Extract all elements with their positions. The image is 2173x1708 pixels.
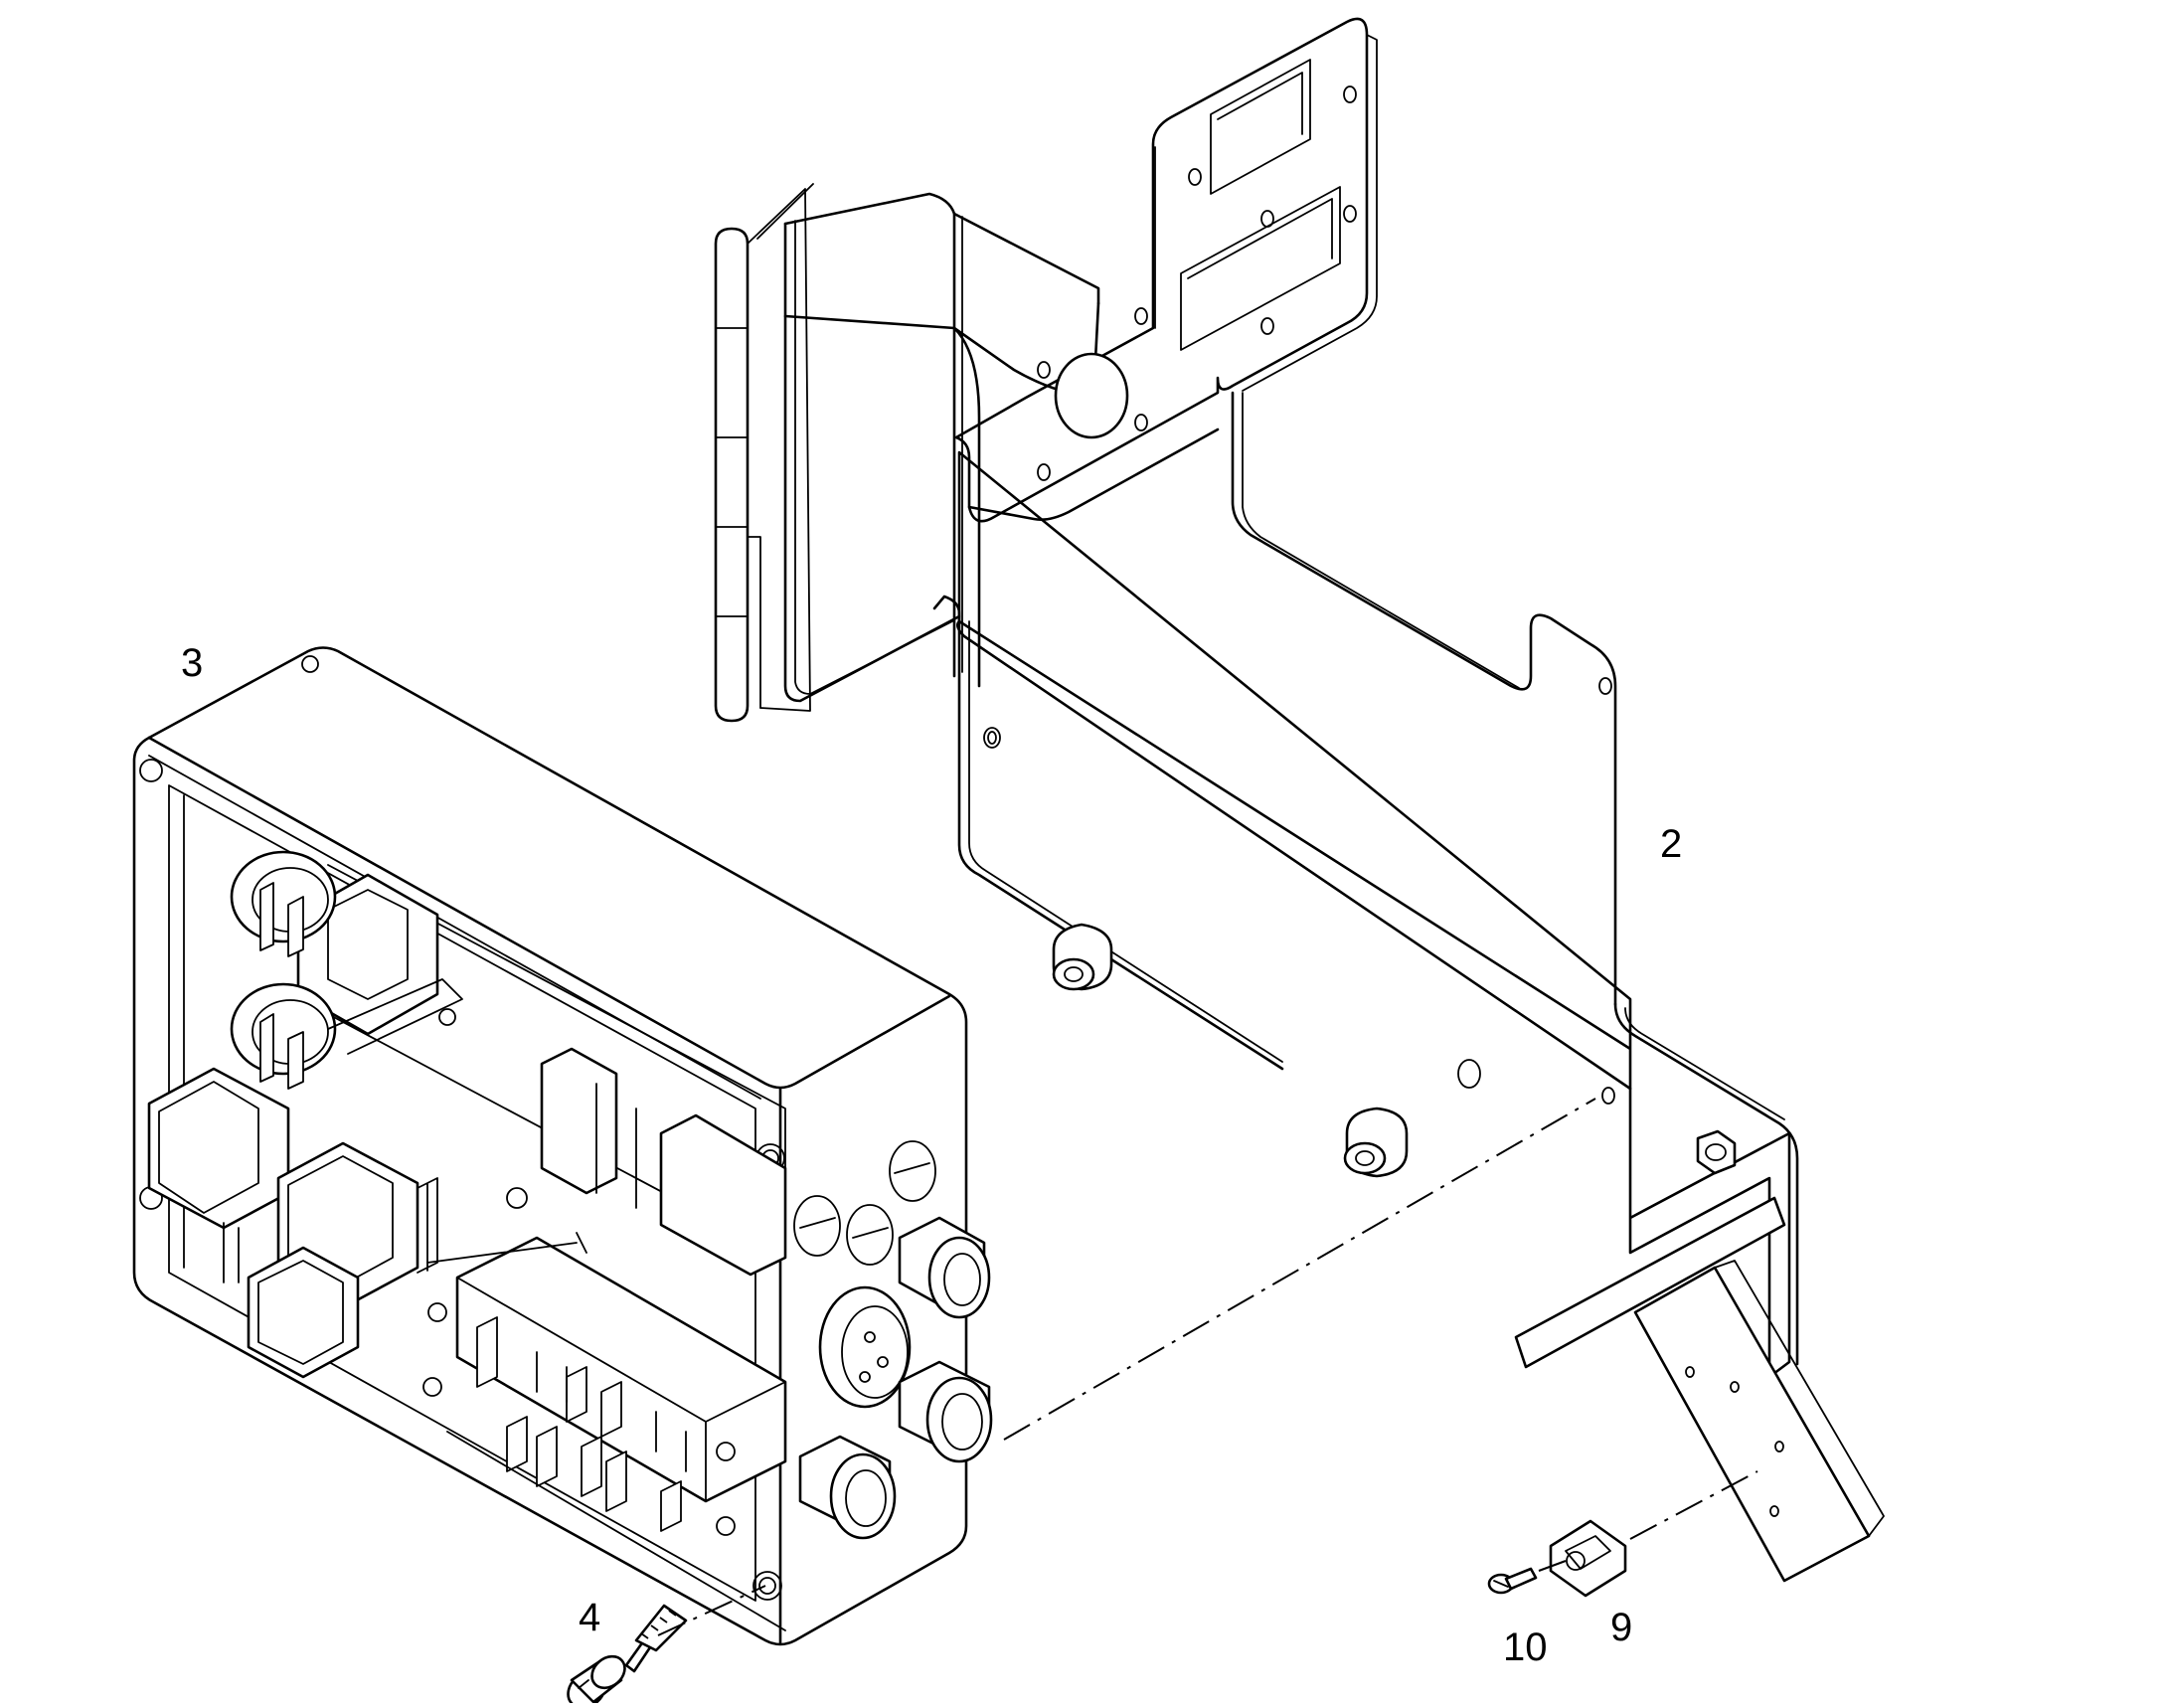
bracket-cutout-lower <box>1180 186 1341 351</box>
hinge <box>714 183 814 723</box>
cable-gland-middle <box>898 1360 993 1463</box>
spacer-lower <box>1343 1107 1409 1178</box>
callout-item-3: 3 <box>181 641 203 685</box>
callout-item-2: 2 <box>1660 822 1682 866</box>
hex-nut <box>1696 1129 1737 1175</box>
support-rail <box>1514 1196 1885 1583</box>
callout-item-9: 9 <box>1610 1606 1632 1649</box>
terminal-strip <box>422 1236 787 1631</box>
bracket-back-plate <box>957 450 1791 1379</box>
bracket-cutout-upper <box>1210 59 1311 195</box>
callout-item-10: 10 <box>1503 1625 1548 1669</box>
cable-gland-upper <box>898 1216 991 1319</box>
clip-nut <box>1549 1519 1627 1598</box>
knockout-holes <box>793 1140 936 1266</box>
relay-block-left <box>147 873 439 1379</box>
mounting-bracket <box>714 17 1885 1583</box>
bracket-top-plate <box>954 17 1369 523</box>
assembly-lines <box>657 1098 1758 1636</box>
slotted-screw <box>1487 1567 1538 1595</box>
breaker-lower <box>230 978 463 1090</box>
electrical-enclosure <box>132 646 993 1646</box>
callout-item-4: 4 <box>579 1596 600 1639</box>
spacer-upper <box>1052 923 1113 991</box>
cable-gland-lower <box>798 1435 897 1540</box>
bracket-round-cutout <box>1054 352 1129 439</box>
round-connector <box>818 1285 912 1409</box>
breaker-upper <box>230 850 337 957</box>
relay-module <box>426 1047 787 1277</box>
